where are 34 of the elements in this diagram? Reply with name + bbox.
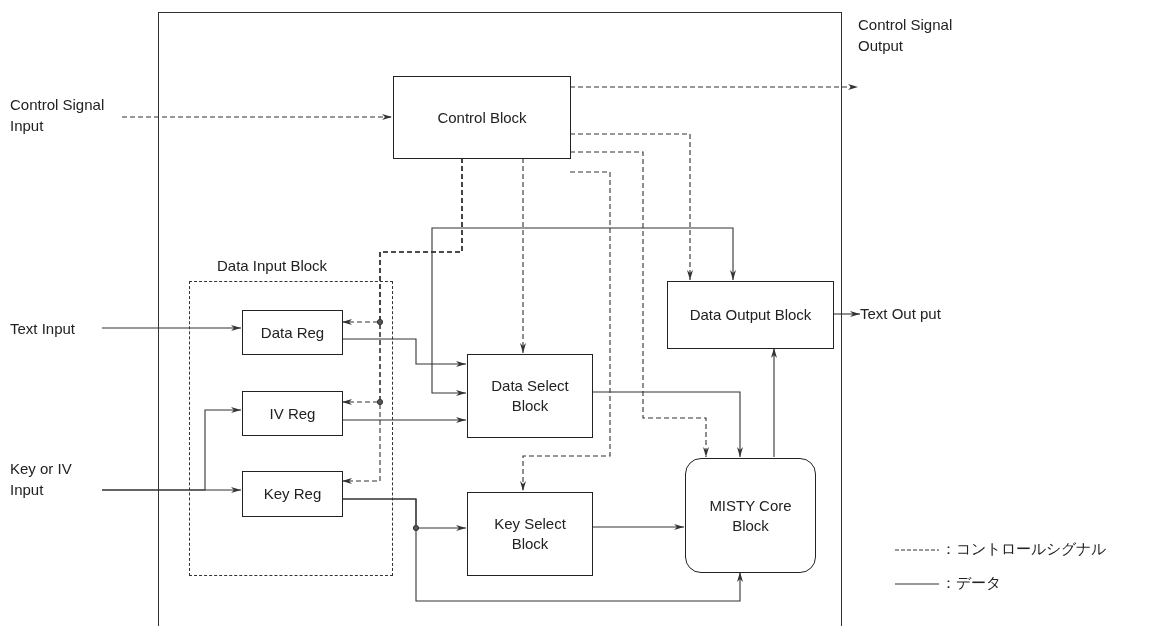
signal-label: Text Input: [10, 318, 102, 340]
legend-label: ：コントロールシグナル: [941, 540, 1106, 559]
connector-arrow: [591, 524, 685, 530]
signal-label: Key or IV Input: [10, 458, 102, 502]
connector-arrow: [569, 84, 859, 90]
block: Key Reg: [242, 471, 343, 517]
connector-arrow: [101, 325, 242, 331]
connector-arrow: [771, 347, 777, 458]
block: Control Block: [393, 76, 571, 159]
block: Data Output Block: [667, 281, 834, 349]
connector-arrow: [591, 391, 743, 458]
connector-arrow: [569, 133, 693, 281]
connector-arrow: [341, 338, 467, 367]
legend-label: ：データ: [941, 574, 1001, 593]
block: IV Reg: [242, 391, 343, 436]
connector-arrow: [341, 417, 467, 423]
connector-arrow: [832, 311, 861, 317]
core-block: MISTY Core Block: [685, 458, 816, 573]
connector-arrow: [341, 157, 463, 484]
block: Data Select Block: [467, 354, 593, 438]
signal-label: Control Signal Input: [10, 94, 122, 138]
connector-arrow: [121, 114, 393, 120]
connector-arrow: [341, 498, 743, 602]
connector-arrow: [101, 407, 242, 491]
signal-label: Control Signal Output: [858, 14, 983, 92]
block: Data Reg: [242, 310, 343, 355]
chip-boundary: [158, 12, 842, 626]
connector-arrow: [569, 151, 709, 458]
connector-arrow: [520, 157, 526, 354]
group-title: Data Input Block: [217, 257, 328, 274]
signal-label: Text Out put: [860, 303, 980, 325]
block: Key Select Block: [467, 492, 593, 576]
connector-arrow: [431, 227, 736, 396]
connector-arrow: [520, 171, 611, 492]
